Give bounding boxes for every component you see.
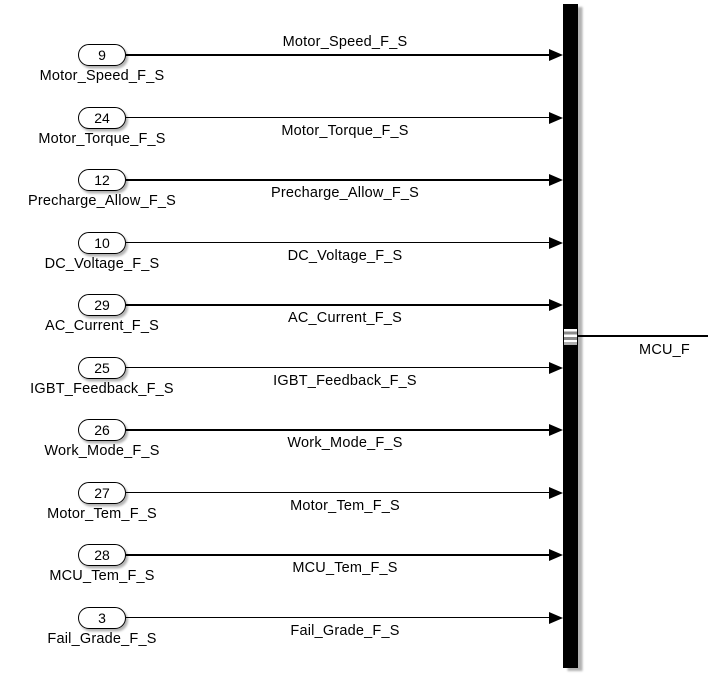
inport-name-label[interactable]: IGBT_Feedback_F_S <box>30 380 174 397</box>
wire-arrowhead-icon <box>549 549 563 561</box>
inport-number: 25 <box>94 359 110 376</box>
signal-name-label[interactable]: Motor_Speed_F_S <box>282 34 408 50</box>
bus-creator-block[interactable] <box>563 4 578 668</box>
inport-block-MCU_Tem_F_S[interactable]: 28 <box>78 544 126 566</box>
inport-name-label[interactable]: Fail_Grade_F_S <box>47 630 157 647</box>
inport-block-DC_Voltage_F_S[interactable]: 10 <box>78 231 126 254</box>
wire-arrowhead-icon <box>549 611 563 624</box>
inport-number: 12 <box>94 172 110 188</box>
signal-name-label[interactable]: Precharge_Allow_F_S <box>270 185 420 201</box>
inport-number: 24 <box>94 109 110 126</box>
inport-name-label[interactable]: DC_Voltage_F_S <box>44 255 160 272</box>
inport-block-AC_Current_F_S[interactable]: 29 <box>78 294 126 316</box>
output-signal-wire[interactable] <box>578 335 708 337</box>
signal-wire[interactable] <box>126 54 549 56</box>
inport-name-label[interactable]: AC_Current_F_S <box>44 318 159 334</box>
wire-arrowhead-icon <box>549 424 563 436</box>
inport-number: 3 <box>98 609 106 626</box>
signal-name-label[interactable]: Fail_Grade_F_S <box>290 622 400 639</box>
inport-block-Fail_Grade_F_S[interactable]: 3 <box>78 606 126 629</box>
signal-name-label[interactable]: Motor_Torque_F_S <box>281 122 409 139</box>
inport-name-label[interactable]: Precharge_Allow_F_S <box>27 193 177 209</box>
signal-name-label[interactable]: Work_Mode_F_S <box>287 435 403 451</box>
signal-wire[interactable] <box>126 616 549 619</box>
inport-number: 9 <box>98 47 106 63</box>
wire-arrowhead-icon <box>549 486 563 499</box>
inport-block-Motor_Torque_F_S[interactable]: 24 <box>78 106 126 129</box>
inport-block-IGBT_Feedback_F_S[interactable]: 25 <box>78 356 126 379</box>
wire-arrowhead-icon <box>549 361 563 374</box>
inport-block-Motor_Speed_F_S[interactable]: 9 <box>78 44 126 66</box>
inport-block-Motor_Tem_F_S[interactable]: 27 <box>78 481 126 504</box>
inport-name-label[interactable]: Motor_Speed_F_S <box>39 68 165 84</box>
signal-wire[interactable] <box>126 116 549 119</box>
signal-name-label[interactable]: Motor_Tem_F_S <box>290 497 400 514</box>
bus-output-port-icon <box>564 329 577 345</box>
inport-number: 29 <box>94 297 110 313</box>
signal-wire[interactable] <box>126 429 549 431</box>
signal-wire[interactable] <box>126 241 549 244</box>
inport-number: 28 <box>94 547 110 563</box>
signal-name-label[interactable]: AC_Current_F_S <box>287 310 402 326</box>
output-signal-name-label[interactable]: MCU_F <box>639 342 690 358</box>
inport-name-label[interactable]: MCU_Tem_F_S <box>49 568 155 584</box>
inport-name-label[interactable]: Motor_Tem_F_S <box>47 505 157 522</box>
signal-name-label[interactable]: IGBT_Feedback_F_S <box>273 372 417 389</box>
signal-wire[interactable] <box>126 179 549 181</box>
inport-name-label[interactable]: Motor_Torque_F_S <box>38 130 166 147</box>
inport-block-Work_Mode_F_S[interactable]: 26 <box>78 419 126 441</box>
wire-arrowhead-icon <box>549 111 563 124</box>
inport-number: 27 <box>94 484 110 501</box>
signal-name-label[interactable]: DC_Voltage_F_S <box>287 247 403 264</box>
wire-arrowhead-icon <box>549 236 563 249</box>
signal-wire[interactable] <box>126 304 549 306</box>
inport-block-Precharge_Allow_F_S[interactable]: 12 <box>78 169 126 191</box>
wire-arrowhead-icon <box>549 174 563 186</box>
signal-name-label[interactable]: MCU_Tem_F_S <box>292 560 398 576</box>
signal-wire[interactable] <box>126 366 549 369</box>
inport-number: 10 <box>94 234 110 251</box>
signal-wire[interactable] <box>126 554 549 556</box>
inport-name-label[interactable]: Work_Mode_F_S <box>44 443 160 459</box>
wire-arrowhead-icon <box>549 49 563 61</box>
wire-arrowhead-icon <box>549 299 563 311</box>
signal-wire[interactable] <box>126 491 549 494</box>
inport-number: 26 <box>94 422 110 438</box>
